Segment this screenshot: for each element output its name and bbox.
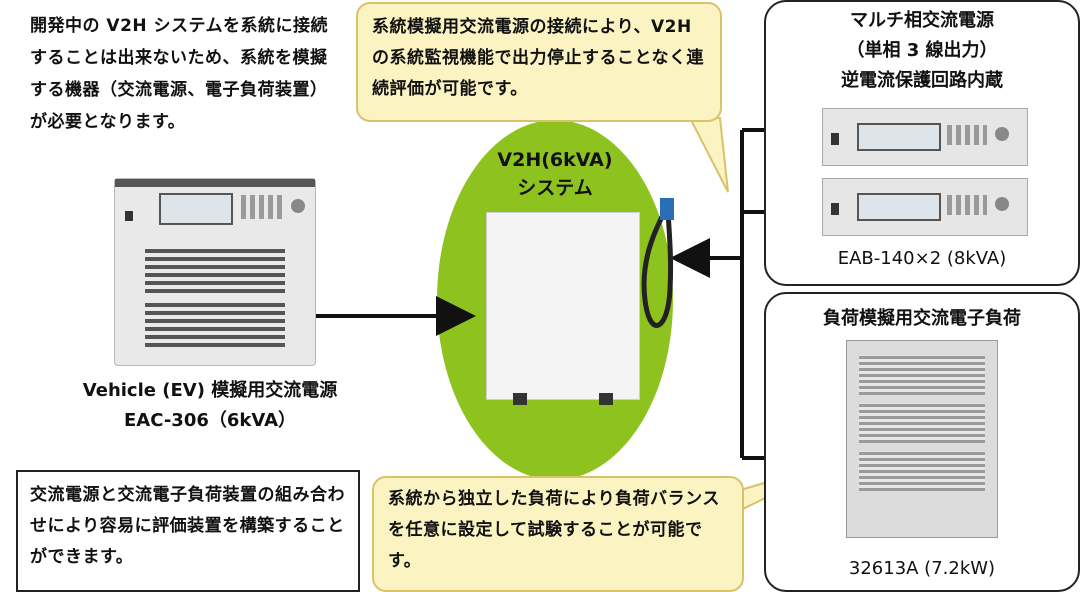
v2h-line2: システム xyxy=(517,177,593,199)
rack-module-1 xyxy=(859,355,985,395)
callout-top: 系統模擬用交流電源の接続により、V2H の系統監視機能で出力停止することなく連続… xyxy=(356,2,722,122)
ev-source-line1: Vehicle (EV) 模擬用交流電源 xyxy=(82,380,338,401)
cabinet-foot-right xyxy=(599,393,613,405)
grid-sources-panel: マルチ相交流電源 （単相 3 線出力） 逆電流保護回路内蔵 EAB-140×2 … xyxy=(764,0,1080,286)
cabinet-foot-left xyxy=(513,393,527,405)
ev-source-line2: EAC-306（6kVA） xyxy=(123,410,297,431)
rack-module-2 xyxy=(859,403,985,443)
callout-bottom: 系統から独立した負荷により負荷バランスを任意に設定して試験することが可能です。 xyxy=(372,476,744,592)
unit-display xyxy=(857,123,941,151)
ac-source-unit-2 xyxy=(822,178,1028,236)
load-panel-title: 負荷模擬用交流電子負荷 xyxy=(823,308,1021,329)
callout-bottom-text: 系統から独立した負荷により負荷バランスを任意に設定して試験することが可能です。 xyxy=(388,489,720,571)
grid-title-line2: （単相 3 線出力） xyxy=(846,40,998,61)
device-knob-icon xyxy=(291,199,305,213)
ev-source-label: Vehicle (EV) 模擬用交流電源 EAC-306（6kVA） xyxy=(40,376,380,436)
load-panel-model: 32613A (7.2kW) xyxy=(848,558,996,579)
load-panel: 負荷模擬用交流電子負荷 32613A (7.2kW) xyxy=(764,292,1080,592)
unit-keypad xyxy=(947,195,987,215)
rack-module-3 xyxy=(859,451,985,491)
power-switch-icon xyxy=(831,133,839,145)
v2h-line1: V2H(6kVA) xyxy=(497,149,613,171)
device-display xyxy=(159,193,233,225)
note-box: 交流電源と交流電子負荷装置の組み合わせにより容易に評価装置を構築することができま… xyxy=(16,470,360,592)
grid-title-line1: マルチ相交流電源 xyxy=(850,10,994,31)
unit-knob-icon xyxy=(995,127,1009,141)
grid-panel-model: EAB-140×2 (8kVA) xyxy=(837,248,1007,269)
device-keypad xyxy=(241,195,285,219)
electronic-load-rack xyxy=(846,340,998,538)
unit-display xyxy=(857,193,941,221)
intro-text: 開発中の V2H システムを系統に接続することは出来ないため、系統を模擬する機器… xyxy=(30,16,329,132)
unit-keypad xyxy=(947,125,987,145)
vent-upper xyxy=(145,249,285,293)
unit-knob-icon xyxy=(995,197,1009,211)
power-switch-icon xyxy=(831,203,839,215)
note-box-text: 交流電源と交流電子負荷装置の組み合わせにより容易に評価装置を構築することができま… xyxy=(30,485,345,567)
grid-panel-title: マルチ相交流電源 （単相 3 線出力） 逆電流保護回路内蔵 xyxy=(766,6,1078,96)
device-top-bar xyxy=(115,179,315,187)
ev-source-device xyxy=(114,178,316,366)
vent-lower xyxy=(145,303,285,347)
v2h-label: V2H(6kVA) システム xyxy=(470,146,640,202)
grid-title-line3: 逆電流保護回路内蔵 xyxy=(841,70,1003,91)
ac-source-unit-1 xyxy=(822,108,1028,166)
power-switch-icon xyxy=(125,211,133,221)
callout-top-text: 系統模擬用交流電源の接続により、V2H の系統監視機能で出力停止することなく連続… xyxy=(372,17,704,99)
v2h-cabinet xyxy=(486,212,640,405)
